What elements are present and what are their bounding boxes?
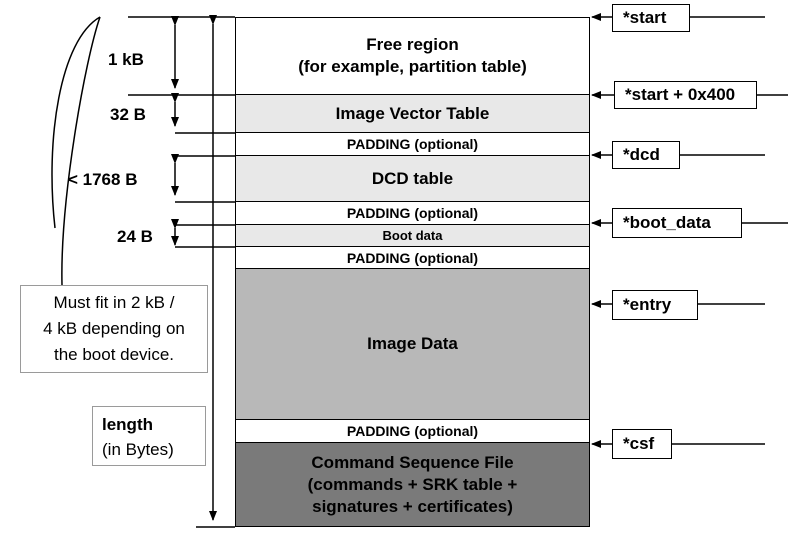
csf-subtitle-2: signatures + certificates)	[312, 496, 513, 516]
free-region-title: Free region	[366, 35, 459, 54]
padding-block-3: PADDING (optional)	[235, 247, 590, 269]
csf-block: Command Sequence File (commands + SRK ta…	[235, 443, 590, 527]
ivt-block: Image Vector Table	[235, 95, 590, 133]
pointer-dcd-label: *dcd	[623, 145, 660, 164]
csf-title: Command Sequence File	[311, 452, 514, 472]
padding-label-2: PADDING (optional)	[346, 205, 479, 221]
dim-label-32b: 32 B	[110, 105, 146, 124]
pointer-dcd: *dcd	[612, 141, 680, 169]
boot-data-block: Boot data	[235, 225, 590, 247]
pointer-entry: *entry	[612, 290, 698, 320]
pointer-start: *start	[612, 4, 690, 32]
fit-note-line-3: the boot device.	[53, 345, 175, 364]
dim-label-1kb: 1 kB	[108, 50, 144, 69]
length-note-subtitle: (in Bytes)	[102, 440, 174, 459]
free-region-block: Free region (for example, partition tabl…	[235, 17, 590, 95]
padding-block-4: PADDING (optional)	[235, 420, 590, 443]
fit-note: Must fit in 2 kB / 4 kB depending on the…	[20, 285, 208, 373]
free-region-subtitle: (for example, partition table)	[298, 57, 527, 76]
dcd-block: DCD table	[235, 156, 590, 202]
padding-label-3: PADDING (optional)	[346, 249, 479, 266]
pointer-csf: *csf	[612, 429, 672, 459]
pointer-csf-label: *csf	[623, 434, 655, 453]
pointer-start-offset-label: *start + 0x400	[625, 85, 736, 104]
pointer-start-label: *start	[623, 8, 667, 27]
dim-label-1768b: < 1768 B	[68, 170, 138, 189]
dim-label-24b: 24 B	[117, 227, 153, 246]
pointer-boot-data: *boot_data	[612, 208, 742, 238]
pointer-boot-data-label: *boot_data	[623, 213, 711, 232]
fit-note-line-2: 4 kB depending on	[43, 319, 185, 338]
padding-label-4: PADDING (optional)	[346, 423, 479, 439]
padding-block-2: PADDING (optional)	[235, 202, 590, 225]
pointer-start-offset: *start + 0x400	[614, 81, 757, 109]
length-note: length (in Bytes)	[92, 406, 206, 466]
image-data-block: Image Data	[235, 269, 590, 420]
csf-subtitle-1: (commands + SRK table +	[307, 474, 518, 494]
ivt-label: Image Vector Table	[335, 103, 490, 123]
boot-data-label: Boot data	[382, 228, 443, 243]
brace-curve	[51, 16, 101, 229]
length-note-title: length	[102, 415, 153, 434]
dcd-label: DCD table	[371, 168, 454, 188]
padding-block-1: PADDING (optional)	[235, 133, 590, 156]
image-data-label: Image Data	[367, 334, 458, 353]
fit-note-line-1: Must fit in 2 kB /	[53, 293, 175, 312]
padding-label-1: PADDING (optional)	[346, 136, 479, 152]
pointer-entry-label: *entry	[623, 295, 672, 314]
